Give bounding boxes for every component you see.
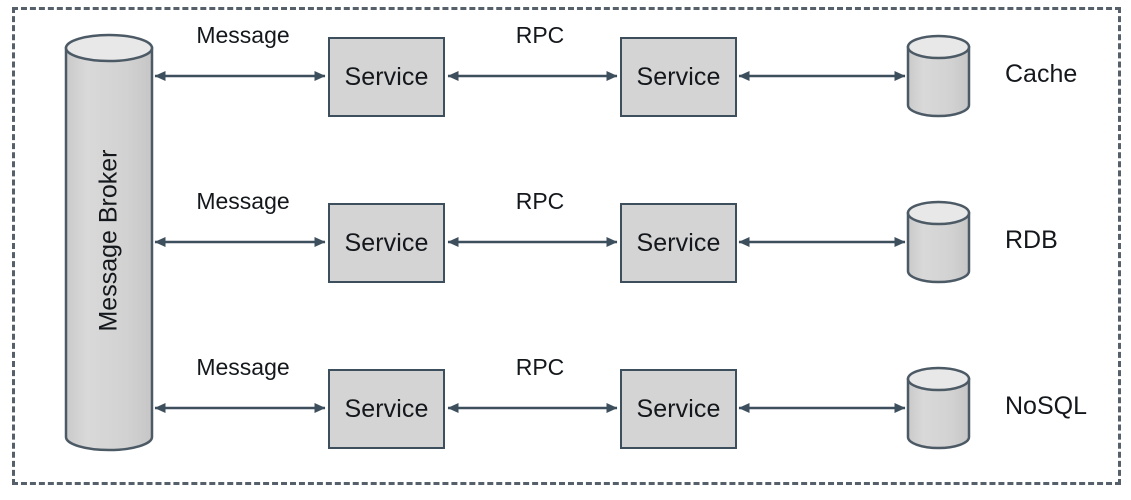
message-broker-cylinder <box>64 33 154 452</box>
edge-label-rpc-row3: RPC <box>515 354 565 380</box>
service-box-b-row2-label: Service <box>636 228 721 257</box>
datastore-label-nosql: NoSQL <box>1005 392 1087 420</box>
edge-label-rpc-row2: RPC <box>515 188 565 214</box>
edge-label-message-row3: Message <box>196 354 290 380</box>
service-box-b-row3[interactable]: Service <box>620 369 737 449</box>
service-box-b-row1-label: Service <box>636 62 721 91</box>
datastore-label-cache: Cache <box>1005 60 1078 88</box>
service-box-b-row2[interactable]: Service <box>620 203 737 283</box>
system-boundary <box>12 7 1121 485</box>
service-box-a-row3-label: Service <box>344 394 429 423</box>
datastore-cylinder-nosql <box>906 366 971 450</box>
datastore-cylinder-cache <box>906 34 971 118</box>
edge-label-message-row2: Message <box>196 188 290 214</box>
edge-label-rpc-row1: RPC <box>515 22 565 48</box>
service-box-b-row3-label: Service <box>636 394 721 423</box>
datastore-cylinder-rdb <box>906 200 971 284</box>
service-box-a-row3[interactable]: Service <box>328 369 445 449</box>
datastore-label-rdb: RDB <box>1005 226 1058 254</box>
service-box-a-row1[interactable]: Service <box>328 37 445 117</box>
service-box-a-row2-label: Service <box>344 228 429 257</box>
service-box-a-row1-label: Service <box>344 62 429 91</box>
edge-label-message-row1: Message <box>196 22 290 48</box>
service-box-a-row2[interactable]: Service <box>328 203 445 283</box>
service-box-b-row1[interactable]: Service <box>620 37 737 117</box>
